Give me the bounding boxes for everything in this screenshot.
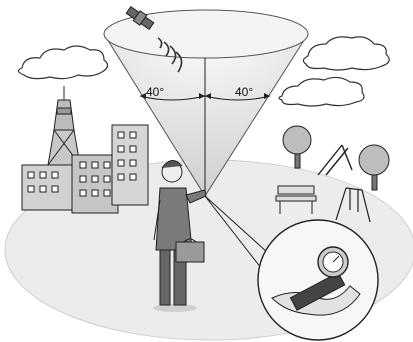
cloud-right-bottom: [278, 76, 365, 107]
slide: [317, 144, 353, 176]
radio-tower: [47, 86, 81, 166]
reception-cone: [103, 9, 309, 197]
angle-label-right: 40°: [235, 85, 254, 99]
swing-set: [335, 187, 371, 223]
signal-waves: [157, 37, 183, 73]
tree-right: [358, 144, 390, 191]
cloud-right-top: [302, 36, 390, 71]
angle-label-left: 40°: [146, 85, 165, 99]
satellite-icon: [125, 5, 155, 31]
zoom-inset: [257, 219, 379, 341]
cloud-left: [17, 45, 109, 80]
buildings-left: [21, 124, 149, 214]
bench: [275, 185, 317, 214]
tree-left: [282, 125, 312, 169]
person-with-watch: [153, 160, 207, 312]
